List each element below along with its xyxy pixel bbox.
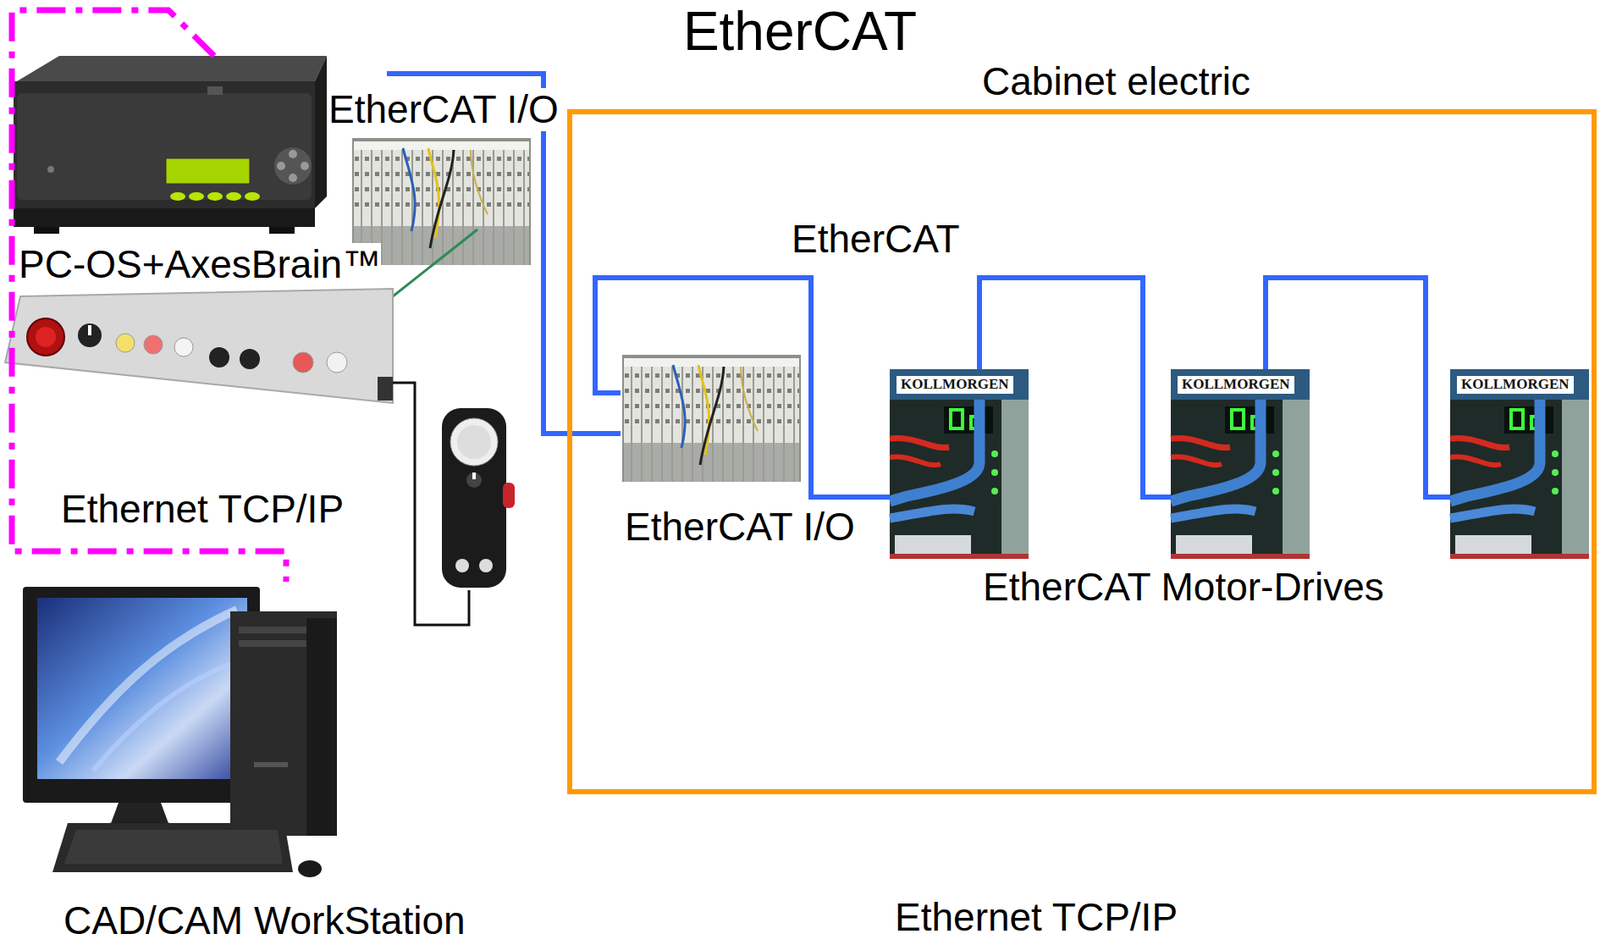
pc-controller-picture xyxy=(47,165,55,173)
workstation-picture xyxy=(253,761,288,767)
operator-panel-picture xyxy=(174,337,194,357)
handwheel-pendant-picture xyxy=(466,472,482,488)
operator-panel-picture xyxy=(377,376,393,401)
workstation-picture xyxy=(238,626,307,634)
label-holder: EtherCAT xyxy=(791,217,960,261)
pc-controller-picture xyxy=(288,149,298,159)
operator-panel-picture xyxy=(35,326,56,348)
handwheel-pendant-picture xyxy=(455,558,469,573)
workstation-picture xyxy=(297,860,322,878)
operator-panel-picture xyxy=(326,352,348,373)
electrical-cabinet: Cabinet electricEtherCAT I/OKOLLMORGENKO… xyxy=(567,109,1597,795)
pc-controller-picture xyxy=(226,192,242,201)
diagram-label: EtherCAT xyxy=(791,217,960,261)
brand-label: KOLLMORGEN xyxy=(1456,375,1574,394)
node-label: EtherCAT I/O xyxy=(624,505,856,549)
pc-controller-picture xyxy=(13,55,327,234)
workstation-picture xyxy=(306,617,337,836)
workstation-picture xyxy=(230,611,337,836)
handwheel-pendant-picture xyxy=(450,418,498,466)
node-label: Cabinet electric xyxy=(982,60,1251,104)
pc-controller-picture xyxy=(207,192,223,201)
handwheel-pendant-picture xyxy=(441,408,507,588)
brand-label: KOLLMORGEN xyxy=(1177,375,1295,394)
motor-drive: KOLLMORGEN xyxy=(889,369,1029,559)
workstation-picture xyxy=(59,609,238,762)
operator-panel-picture xyxy=(239,348,260,370)
servo-drive xyxy=(1450,369,1589,559)
network-cable xyxy=(595,277,890,497)
workstation-picture xyxy=(22,586,260,803)
operator-panel-picture xyxy=(5,288,393,403)
pc-controller-picture xyxy=(269,226,295,234)
diagram-label: EtherCAT Motor-Drives xyxy=(982,565,1385,609)
operator-panel-picture xyxy=(115,333,135,353)
label-holder: Ethernet TCP/IP xyxy=(894,895,1178,939)
io-module: EtherCAT I/O xyxy=(328,88,564,265)
pc-controller-picture xyxy=(170,192,186,201)
operator-panel-picture xyxy=(88,325,92,336)
handwheel-pendant-picture xyxy=(479,558,493,573)
pc-controller-picture xyxy=(288,173,298,183)
workstation-picture xyxy=(52,822,293,872)
pc-controller-picture xyxy=(13,208,315,227)
pc-controller-picture xyxy=(300,161,309,171)
connection-label: Ethernet TCP/IP xyxy=(60,487,344,531)
diagram-title: EtherCAT xyxy=(683,1,917,61)
pc-controller-picture xyxy=(274,147,312,185)
pc-controller-picture xyxy=(276,161,286,171)
workstation-picture xyxy=(93,660,242,771)
label-holder: EtherCAT Motor-Drives xyxy=(982,565,1385,609)
handwheel-pendant-picture xyxy=(472,472,476,480)
edge-label-holder: Ethernet TCP/IP xyxy=(60,487,344,531)
motor-drive: KOLLMORGEN xyxy=(1450,369,1589,559)
operator-panel-picture xyxy=(143,335,163,354)
operator-panel-picture xyxy=(77,323,102,348)
workstation-picture xyxy=(22,586,337,878)
operator-panel-picture xyxy=(27,318,65,356)
pc-controller-picture xyxy=(16,93,312,200)
handwheel-pendant-picture xyxy=(457,424,492,459)
handwheel-pendant-picture xyxy=(502,482,515,508)
operator-panel-picture xyxy=(209,347,230,368)
node-label: PC-OS+AxesBrain™ xyxy=(18,242,381,287)
node-label: CAD/CAM WorkStation xyxy=(63,899,466,943)
servo-drive xyxy=(1170,369,1310,559)
title-holder: EtherCAT xyxy=(0,1,1600,61)
operator-panel-picture xyxy=(292,352,314,373)
operator-panel-picture xyxy=(5,288,393,403)
pc-controller-picture xyxy=(314,55,327,209)
cad-cam-workstation: CAD/CAM WorkStation xyxy=(20,581,471,944)
pc-controller-picture xyxy=(33,226,60,234)
pc-controller-picture xyxy=(165,158,250,184)
pc-controller-picture xyxy=(13,81,315,209)
pc-controller-picture xyxy=(244,192,260,201)
pc-controller-picture xyxy=(188,192,205,201)
handwheel-pendant-picture xyxy=(441,408,515,588)
workstation-picture xyxy=(37,597,248,779)
io-terminal-block xyxy=(622,354,801,482)
node-label: EtherCAT I/O xyxy=(328,88,559,132)
pc-controller-picture xyxy=(16,55,327,82)
pc-controller-picture xyxy=(207,86,223,95)
workstation-picture xyxy=(64,829,283,864)
io-module: EtherCAT I/O xyxy=(620,354,861,551)
diagram-label: Ethernet TCP/IP xyxy=(894,895,1178,939)
workstation-picture xyxy=(238,640,307,647)
servo-drive xyxy=(889,369,1029,559)
brand-label: KOLLMORGEN xyxy=(896,375,1014,394)
motor-drive: KOLLMORGEN xyxy=(1170,369,1310,559)
